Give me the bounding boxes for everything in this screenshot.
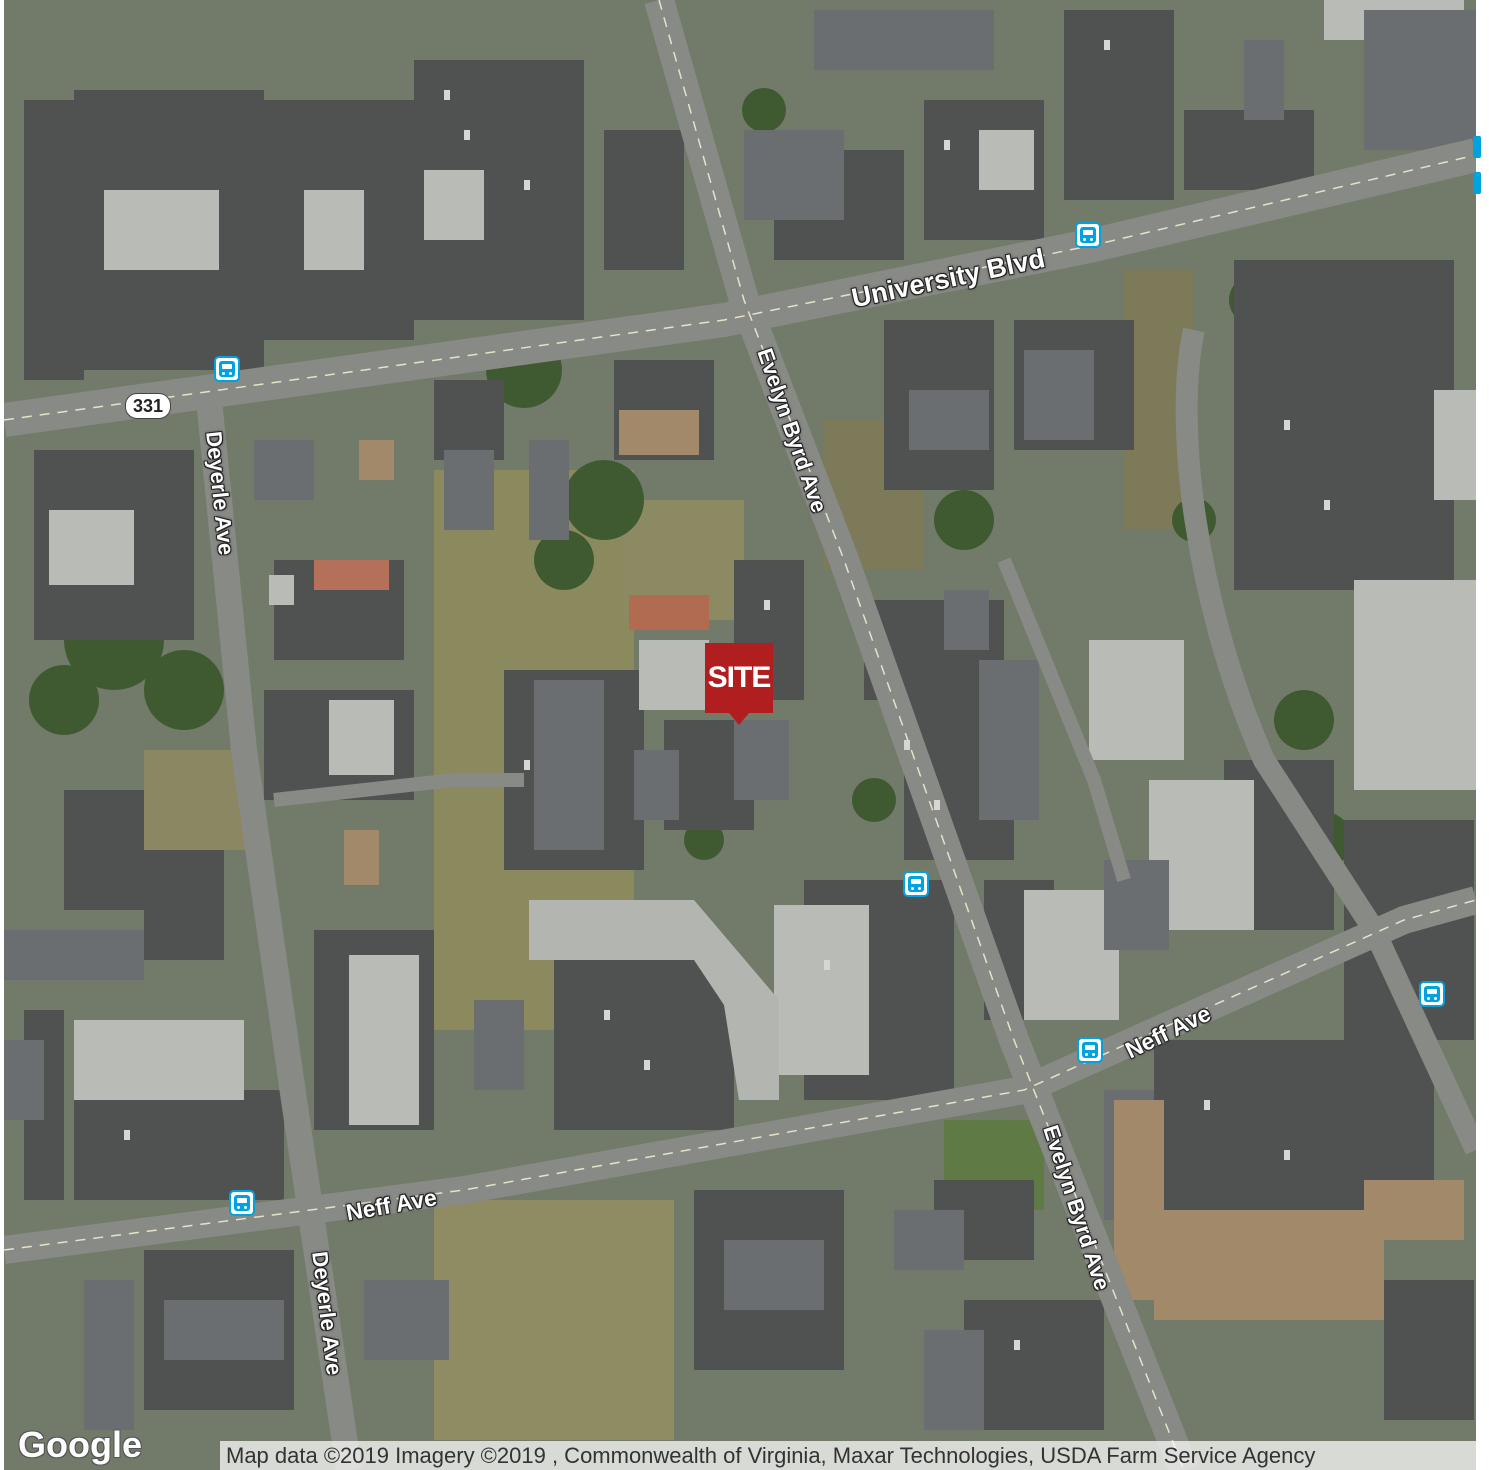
bus-stop-icon[interactable] [1077,1037,1103,1063]
site-marker-label: SITE [705,643,773,713]
bus-stop-icon[interactable] [214,356,240,382]
right-margin [1476,0,1489,1470]
google-logo: Google [18,1424,142,1465]
bus-stop-icon[interactable] [1075,222,1101,248]
satellite-imagery [4,0,1476,1470]
satellite-map[interactable]: University Blvd Evelyn Byrd Ave Evelyn B… [4,0,1476,1470]
site-marker[interactable]: SITE [705,643,773,727]
bus-stop-icon[interactable] [229,1190,255,1216]
bus-stop-icon[interactable] [1419,981,1445,1007]
site-marker-pointer [729,713,749,725]
bus-stop-icon[interactable] [1473,136,1481,158]
bus-stop-icon[interactable] [903,871,929,897]
map-attribution: Map data ©2019 Imagery ©2019 , Commonwea… [220,1441,1476,1470]
route-shield: 331 [125,393,171,419]
bus-stop-icon[interactable] [1473,172,1481,194]
